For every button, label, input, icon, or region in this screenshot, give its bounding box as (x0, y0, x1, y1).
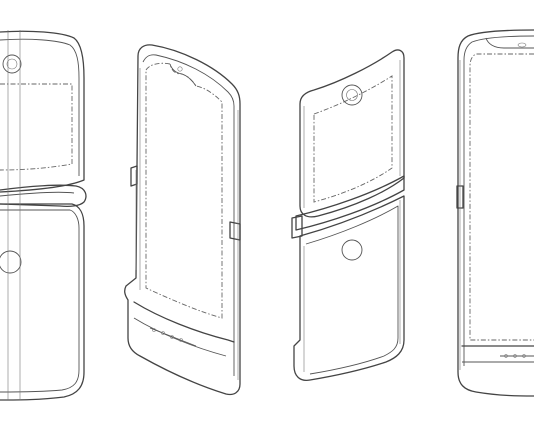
hinge-crease-line (0, 191, 75, 197)
front-bezel-inner-edge (142, 54, 235, 376)
back-view-left-cropped (0, 30, 87, 401)
edge-shading-lines (303, 60, 401, 372)
front-device-outline (457, 29, 534, 397)
hinge-clip-icon (291, 215, 303, 239)
hinge-clip-icon (229, 221, 241, 241)
camera-lens-icon (6, 58, 18, 70)
upper-shell-outline (0, 30, 85, 193)
front-camera-icon (517, 42, 527, 48)
grille-dot-1 (504, 354, 508, 358)
front-device-outline (124, 44, 241, 396)
lower-shell-outline (0, 203, 85, 401)
hinge-clip-icon (456, 185, 464, 209)
grille-dot-3 (170, 335, 174, 339)
lower-shell-inner-edge (305, 205, 399, 375)
speaker-grille-icon (149, 327, 197, 347)
grille-dot-3 (522, 354, 526, 358)
chin-contour (133, 317, 227, 357)
front-camera-icon (177, 66, 183, 72)
surface-shading-lines (7, 30, 21, 400)
front-bezel-inner-edge (463, 35, 534, 366)
hinge-clip-icon (130, 165, 138, 187)
grille-dot-1 (152, 328, 156, 332)
front-view-angled-left (124, 44, 241, 396)
circular-camera-ring-icon (2, 54, 22, 74)
rear-logo-dimple-icon (341, 239, 363, 261)
notch-icon (485, 37, 534, 49)
upper-shell-outline (299, 49, 405, 218)
main-display-dashed-border (145, 62, 223, 319)
main-display-dashed-border (469, 53, 534, 341)
back-view-angled-right (291, 49, 405, 382)
upper-shell-inner-edge (0, 38, 80, 176)
circular-camera-ring-icon (341, 84, 363, 106)
rear-display-dashed-border (0, 83, 73, 171)
lower-shell-inner-edge (0, 209, 80, 393)
grille-dot-4 (179, 338, 183, 342)
camera-lens-icon (346, 89, 358, 101)
rear-logo-dimple-icon (0, 250, 22, 274)
grille-dot-2 (161, 331, 165, 335)
edge-shading-lines (135, 68, 239, 380)
chin-top-edge (133, 301, 235, 343)
hinge-bulge-outline (0, 184, 87, 208)
notch-icon (169, 63, 197, 87)
hinge-bulge-outline (295, 175, 405, 231)
rear-display-dashed-border (313, 75, 393, 203)
grille-dot-2 (513, 354, 517, 358)
front-view-right-cropped (456, 29, 534, 397)
lower-shell-outline (293, 195, 405, 382)
